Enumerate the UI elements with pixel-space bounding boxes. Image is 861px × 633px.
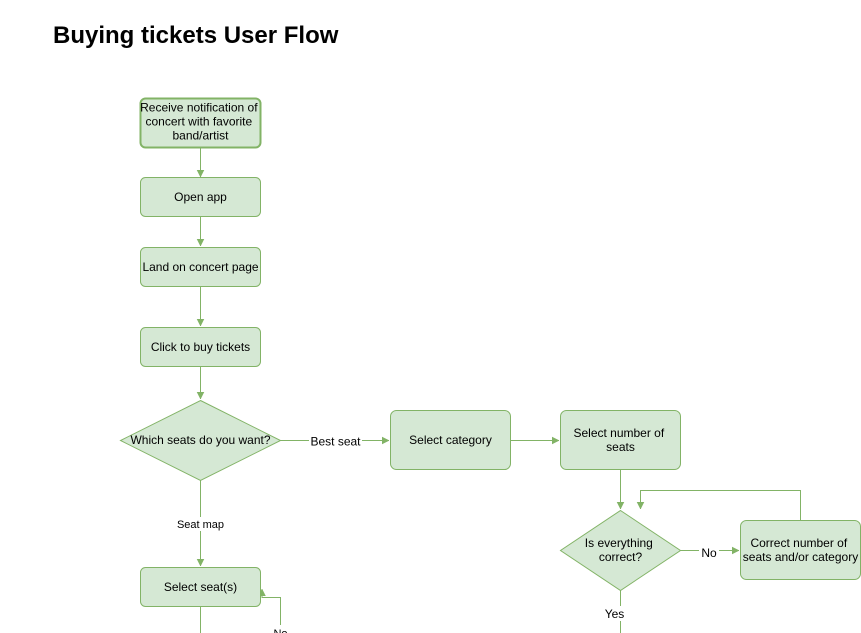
node-receive-notification: Receive notification of concert with fav… (139, 97, 262, 149)
svg-text:Select category: Select category (409, 433, 492, 447)
decision-which-seats: Which seats do you want? (119, 399, 282, 482)
svg-text:Which seats do you want?: Which seats do you want? (130, 433, 270, 447)
page-title: Buying tickets User Flow (53, 22, 339, 49)
svg-text:Select number of seats: Select number of seats (573, 426, 667, 454)
node-select-seats: Select seat(s) (140, 567, 261, 607)
edges (201, 148, 801, 633)
svg-text:Receive notification of: Receive notification of concert with fav… (140, 101, 261, 143)
edge-label-seat-map: Seat map (177, 519, 224, 531)
edge-label-no-cut: No (273, 628, 287, 633)
node-click-to-buy-tickets: Click to buy tickets (140, 327, 261, 367)
edge-label-yes: Yes (605, 607, 625, 621)
edge-no-back-to-select-seats (262, 589, 281, 633)
edge-label-best-seat: Best seat (310, 435, 361, 449)
node-select-category: Select category (390, 410, 511, 470)
svg-text:Open app: Open app (174, 190, 227, 204)
svg-text:Correct number of seats: Correct number of seats and/or category (743, 536, 858, 564)
svg-text:Click to buy tickets: Click to buy tickets (151, 340, 250, 354)
node-land-on-concert-page: Land on concert page (140, 247, 261, 287)
node-open-app: Open app (140, 177, 261, 217)
edge-correct-back-to-check (641, 490, 801, 520)
svg-text:Land on concert page: Land on concert page (142, 260, 258, 274)
node-correct-number-of-seats: Correct number of seats and/or category (740, 520, 861, 580)
svg-text:Select seat(s): Select seat(s) (164, 580, 237, 594)
svg-text:Is everything correct?: Is everything correct? (585, 536, 656, 564)
edge-label-no: No (701, 546, 717, 560)
decision-is-everything-correct: Is everything correct? (559, 509, 682, 592)
node-select-number-of-seats: Select number of seats (560, 410, 681, 470)
